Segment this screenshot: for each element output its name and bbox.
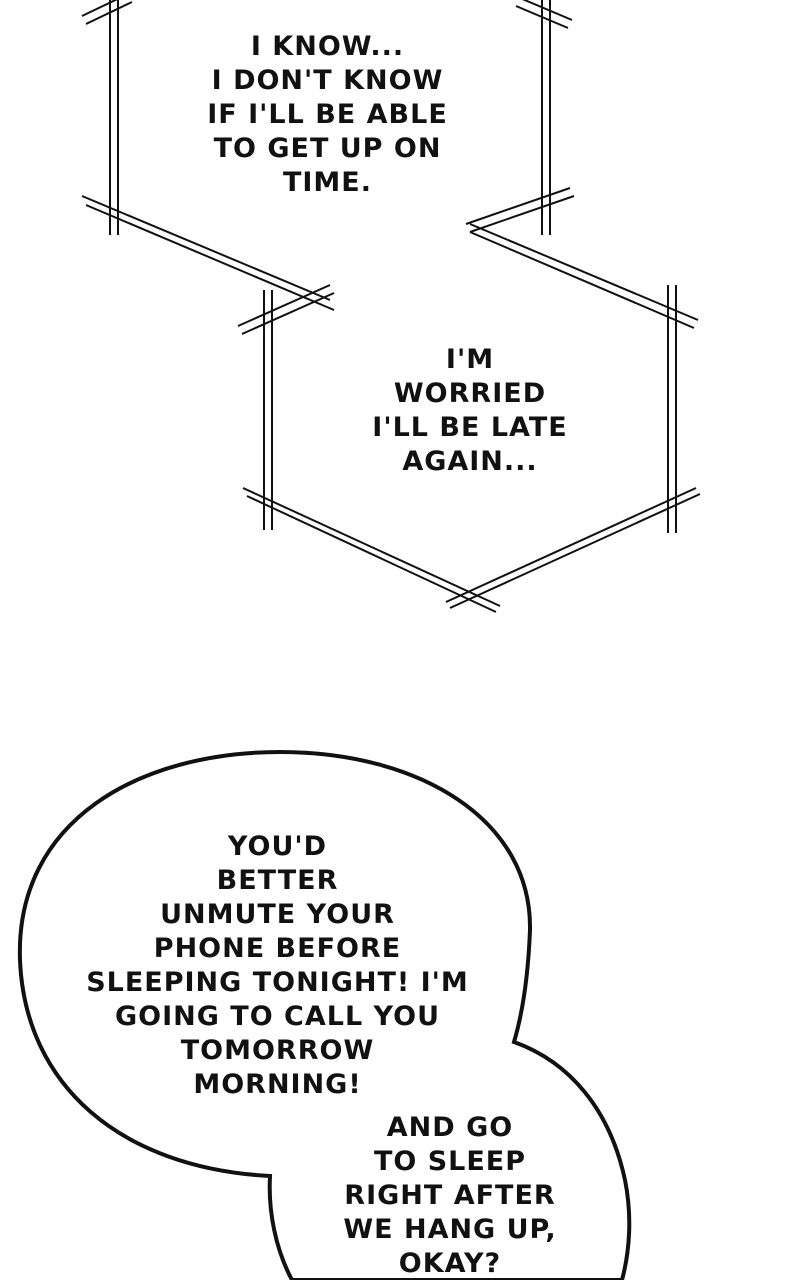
hex-frame-1 [81,0,575,311]
thought-text-1: I KNOW... I DON'T KNOW IF I'LL BE ABLE T… [207,31,448,198]
speech-text-1: YOU'D BETTER UNMUTE YOUR PHONE BEFORE SL… [86,831,469,1100]
thought-text-2: I'M WORRIED I'LL BE LATE AGAIN... [372,344,568,477]
speech-bubbles [17,749,632,1280]
speech-text-2: AND GO TO SLEEP RIGHT AFTER WE HANG UP, … [343,1112,557,1279]
hex-frame-2 [237,223,701,613]
speech-bubble-main-outline [17,749,632,1280]
